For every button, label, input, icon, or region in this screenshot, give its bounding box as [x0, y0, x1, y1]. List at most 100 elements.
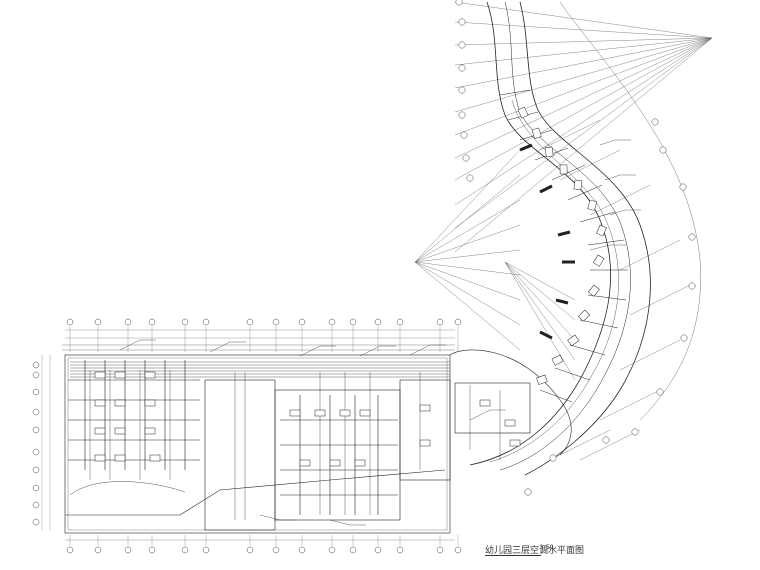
fan-coil-unit [144, 371, 156, 379]
grid-bubble [32, 484, 40, 492]
grid-bubble [32, 388, 40, 396]
fan-coil-unit [339, 409, 351, 417]
wall-segment [557, 230, 571, 237]
grid-bubble [688, 282, 696, 290]
grid-bubble [458, 86, 466, 94]
callout-leader [604, 174, 621, 181]
grid-bubble [246, 318, 254, 326]
leader-line [414, 224, 521, 263]
fan-coil-unit [114, 427, 126, 435]
leader-line [559, 149, 621, 181]
leader-line [504, 261, 576, 381]
leader-line [414, 149, 521, 263]
fan-coil-unit [559, 164, 568, 175]
leader-line [629, 284, 691, 316]
callout-leader [469, 409, 491, 421]
grid-bubble [549, 454, 557, 462]
grid-bubble [602, 436, 610, 444]
grid-bubble [94, 318, 102, 326]
grid-bubble [458, 111, 466, 119]
leader-line [599, 389, 661, 421]
room-wall [567, 184, 603, 201]
leader-line [454, 37, 713, 181]
grid-bubble [32, 371, 40, 379]
leader-line [454, 21, 713, 39]
grid-bubble [298, 318, 306, 326]
fan-coil-unit [504, 419, 516, 427]
room-wall [539, 389, 573, 403]
fan-coil-unit [419, 404, 431, 412]
room-wall [554, 367, 591, 381]
fan-coil-unit [567, 334, 580, 347]
grid-bubble [148, 318, 156, 326]
leader-line [619, 239, 681, 271]
grid-bubble [32, 501, 40, 509]
grid-bubble [454, 318, 462, 326]
fan-coil-unit [359, 409, 371, 417]
axis-grid-bubbles [32, 0, 696, 554]
room-wall [499, 89, 531, 96]
grid-bubble [436, 318, 444, 326]
grid-bubble [656, 388, 664, 396]
callout-leader [609, 209, 626, 216]
grid-bubble [32, 518, 40, 526]
grid-bubble [466, 174, 474, 182]
leader-line [539, 119, 601, 151]
drawing-scale: 1:50 [540, 544, 554, 551]
wall-segment [539, 184, 553, 194]
leader-line [414, 261, 521, 326]
grid-bubble [524, 488, 532, 496]
grid-bubble [94, 546, 102, 554]
grid-bubble [246, 546, 254, 554]
leader-line [454, 37, 713, 113]
fan-coil-unit [114, 399, 126, 407]
leader-line [454, 1, 713, 39]
callout-leader [329, 519, 351, 526]
title-underline [485, 555, 541, 556]
leader-line [454, 37, 713, 159]
fan-coil-unit [479, 399, 491, 407]
grid-bubble [679, 183, 687, 191]
fan-coil-unit [94, 427, 106, 435]
grid-bubble [396, 546, 404, 554]
pipe-run [489, 99, 619, 463]
fan-coil-unit [114, 454, 126, 462]
leader-line [619, 339, 681, 371]
leader-line [579, 429, 641, 461]
fan-coil-unit [587, 284, 600, 297]
dimension-lines [41, 326, 459, 546]
fan-coil-unit [354, 459, 366, 467]
grid-bubble [396, 318, 404, 326]
room-wall [569, 344, 606, 356]
grid-bubble [202, 546, 210, 554]
grid-bubble [328, 546, 336, 554]
grid-bubble [458, 18, 466, 26]
leader-line [504, 261, 576, 361]
leader-line [414, 261, 521, 301]
leader-line [414, 174, 521, 263]
leader-line [454, 37, 713, 253]
fan-coil-unit [587, 199, 598, 211]
leader-line [454, 37, 713, 229]
callout-leader [359, 345, 381, 357]
leader-line [504, 261, 576, 321]
callout-leader [409, 344, 431, 356]
fan-coil-unit [536, 374, 548, 385]
leader-line [454, 37, 713, 136]
drawing-title-block: 幼儿园三层空调水平面图 1:50 [485, 543, 655, 559]
grid-bubble [458, 41, 466, 49]
leader-line [504, 261, 576, 341]
grid-bubble [181, 318, 189, 326]
grid-bubble [202, 318, 210, 326]
fan-coil-unit [144, 399, 156, 407]
grid-bubble [272, 318, 280, 326]
leader-line [414, 261, 521, 276]
grid-bubble [32, 448, 40, 456]
grid-bubble [659, 146, 667, 154]
grid-bubble [124, 318, 132, 326]
fan-coil-unit [149, 454, 161, 462]
grid-bubble [436, 546, 444, 554]
callout-leader [259, 514, 281, 521]
fan-coil-unit [531, 127, 542, 139]
